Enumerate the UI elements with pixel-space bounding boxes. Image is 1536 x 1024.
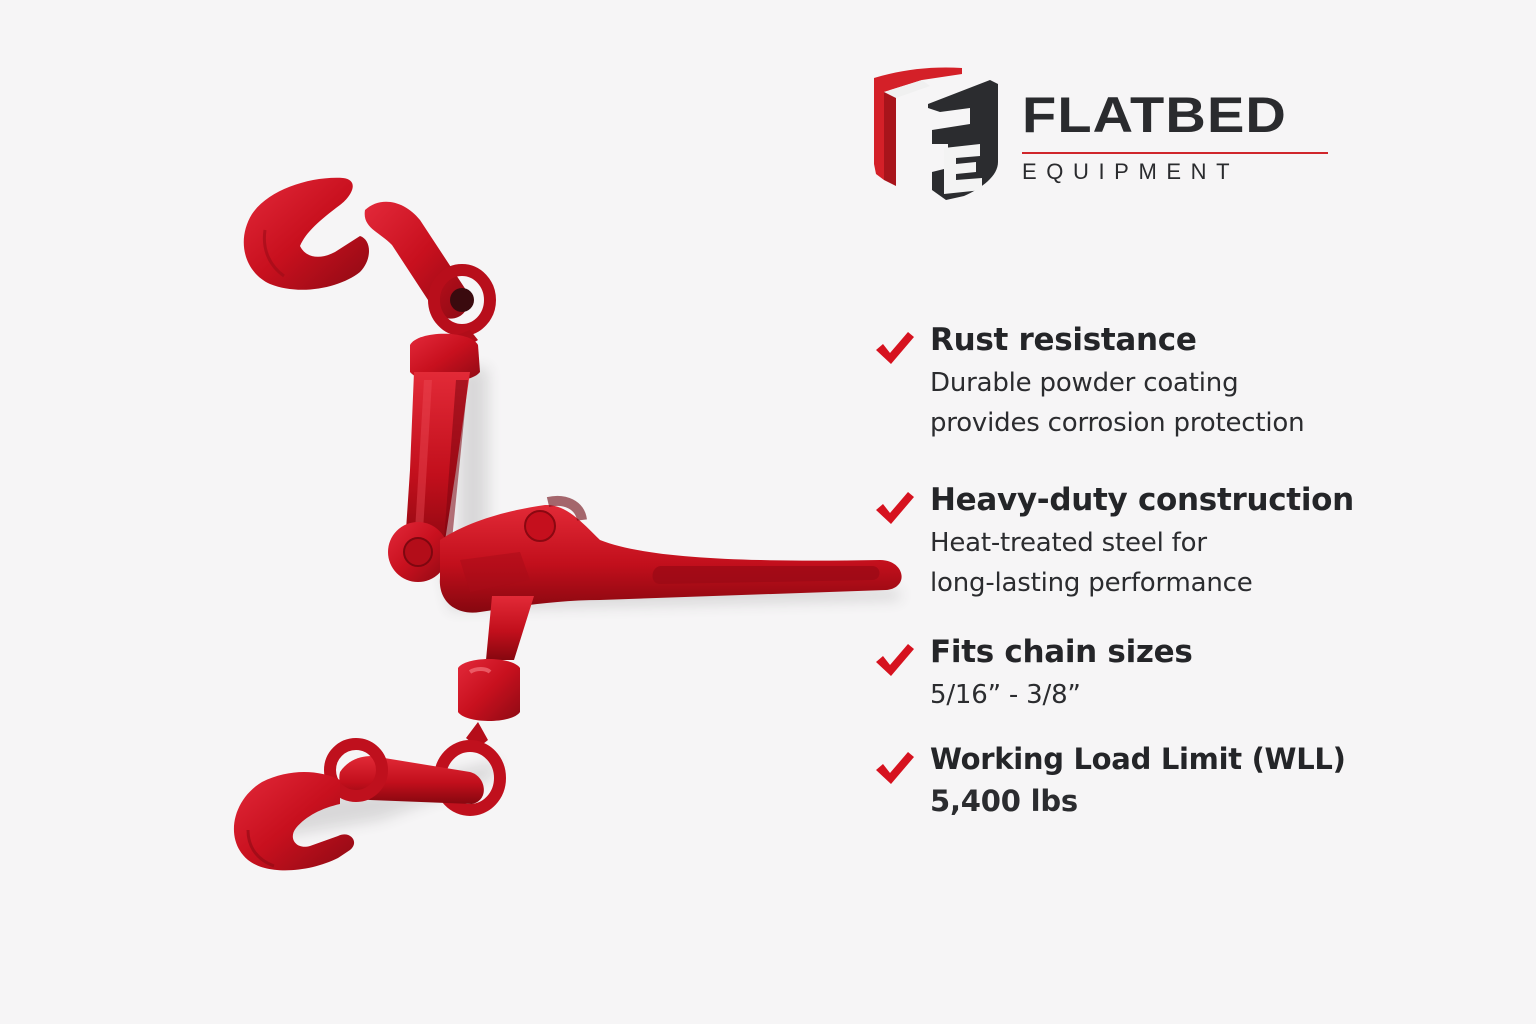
feature-title: Heavy-duty construction bbox=[930, 482, 1354, 518]
feature-description-line: 5/16” - 3/8” bbox=[930, 680, 1081, 711]
feature-description: 5/16” - 3/8” bbox=[930, 675, 1193, 715]
feature-item-rust-resistance: Rust resistance Durable powder coating p… bbox=[870, 322, 1305, 443]
checkmark-icon bbox=[876, 752, 914, 784]
brand-subtitle: EQUIPMENT bbox=[1022, 159, 1240, 184]
feature-description: Durable powder coating provides corrosio… bbox=[930, 363, 1305, 443]
lever-load-binder-icon bbox=[233, 177, 902, 871]
brand-name: FLATBED bbox=[1022, 87, 1287, 143]
feature-item-working-load-limit: Working Load Limit (WLL) 5,400 lbs bbox=[870, 742, 1346, 821]
feature-description: Heat-treated steel for long-lasting perf… bbox=[930, 523, 1354, 603]
checkmark-icon bbox=[876, 644, 914, 676]
feature-title: Rust resistance bbox=[930, 322, 1197, 358]
feature-title: Fits chain sizes bbox=[930, 634, 1193, 670]
feature-item-heavy-duty: Heavy-duty construction Heat-treated ste… bbox=[870, 482, 1354, 603]
feature-description: 5,400 lbs bbox=[930, 781, 1346, 821]
checkmark-icon bbox=[876, 332, 914, 364]
checkmark-icon bbox=[876, 492, 914, 524]
feature-item-chain-sizes: Fits chain sizes 5/16” - 3/8” bbox=[870, 634, 1193, 715]
shield-fe-monogram-icon bbox=[874, 67, 998, 200]
feature-title: Working Load Limit (WLL) bbox=[930, 742, 1346, 776]
feature-description-line: provides corrosion protection bbox=[930, 408, 1305, 439]
feature-description-line: Heat-treated steel for bbox=[930, 528, 1207, 559]
brand-logo: FLATBED EQUIPMENT bbox=[870, 64, 1340, 204]
feature-description-line: Durable powder coating bbox=[930, 368, 1239, 399]
feature-description-line: long-lasting performance bbox=[930, 568, 1253, 599]
brand-divider bbox=[1022, 152, 1328, 154]
feature-description-line: 5,400 lbs bbox=[930, 783, 1078, 818]
